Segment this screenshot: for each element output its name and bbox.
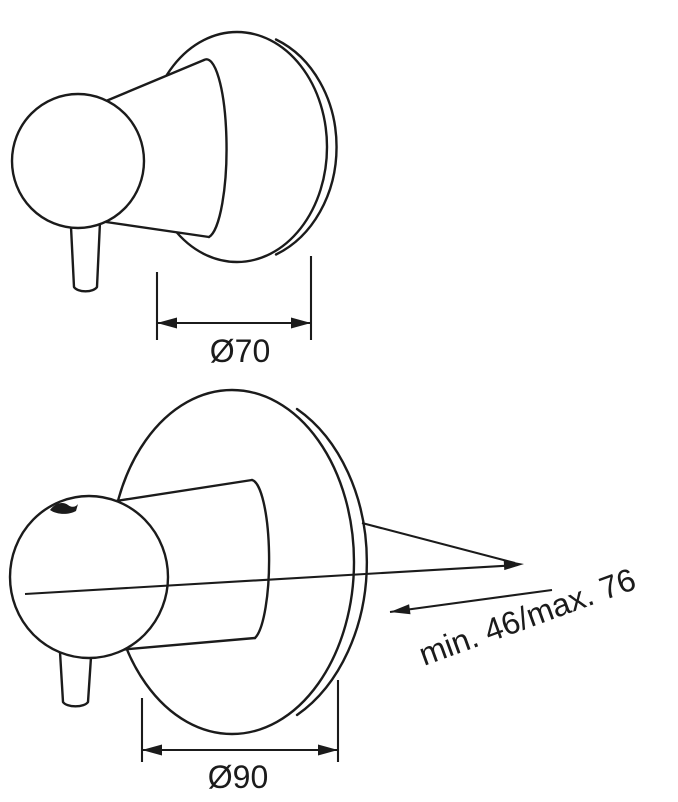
axis-line	[24, 563, 519, 596]
top-handle-top-edge	[104, 58, 206, 103]
bottom-handle-end-arc	[250, 478, 271, 640]
bottom-handle-face	[8, 494, 170, 660]
top-diameter-label: Ø70	[210, 333, 270, 369]
top-plate-edge	[274, 38, 338, 256]
bottom-arrow-right	[318, 744, 338, 756]
upper-projection-line	[361, 521, 516, 565]
top-arrow-left	[157, 317, 177, 329]
top-dimension: Ø70	[155, 256, 313, 369]
bottom-spout	[58, 650, 93, 708]
bottom-arrow-left	[142, 744, 162, 756]
bottom-diameter-label: Ø90	[208, 759, 268, 795]
bottom-dimension: Ø90	[140, 680, 340, 795]
top-figure: Ø70	[10, 30, 338, 369]
bottom-figure: min. 46/max. 76 Ø90	[8, 388, 640, 795]
logo-mark	[50, 502, 78, 514]
bottom-plate-edge	[295, 407, 368, 717]
depth-leader-line	[389, 588, 553, 614]
bottom-handle-top-edge	[114, 478, 254, 503]
top-handle-end-arc	[202, 58, 228, 239]
top-handle-bottom-edge	[104, 220, 211, 239]
top-arrow-right	[291, 317, 311, 329]
bottom-handle-bottom-edge	[116, 636, 257, 652]
top-spout	[69, 220, 102, 293]
top-handle-face	[10, 92, 146, 230]
depth-arrow-right	[503, 560, 524, 571]
depth-range-label: min. 46/max. 76	[414, 561, 640, 673]
depth-arrow-left	[390, 604, 411, 615]
